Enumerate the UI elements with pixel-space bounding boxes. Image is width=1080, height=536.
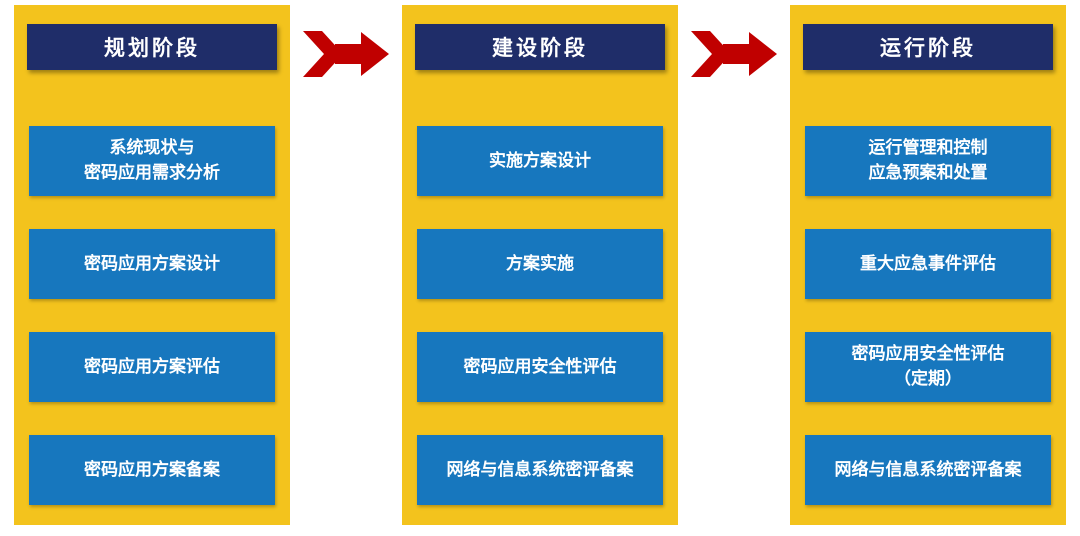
phase-items-planning: 系统现状与 密码应用需求分析 密码应用方案设计 密码应用方案评估 密码应用方案备…: [14, 126, 290, 505]
arrow-right-icon: [691, 31, 777, 77]
phase-item: 密码应用安全性评估: [417, 332, 663, 402]
phase-column-construction: 建设阶段 实施方案设计 方案实施 密码应用安全性评估 网络与信息系统密评备案: [402, 5, 678, 525]
phase-item: 密码应用方案设计: [29, 229, 275, 299]
phase-column-planning: 规划阶段 系统现状与 密码应用需求分析 密码应用方案设计 密码应用方案评估 密码…: [14, 5, 290, 525]
phase-item: 方案实施: [417, 229, 663, 299]
phase-item: 实施方案设计: [417, 126, 663, 196]
phase-header-operation: 运行阶段: [803, 24, 1053, 70]
phase-column-operation: 运行阶段 运行管理和控制 应急预案和处置 重大应急事件评估 密码应用安全性评估 …: [790, 5, 1066, 525]
phase-items-operation: 运行管理和控制 应急预案和处置 重大应急事件评估 密码应用安全性评估 （定期） …: [790, 126, 1066, 505]
phase-item: 密码应用方案评估: [29, 332, 275, 402]
arrow-right-icon: [303, 31, 389, 77]
phase-items-construction: 实施方案设计 方案实施 密码应用安全性评估 网络与信息系统密评备案: [402, 126, 678, 505]
arrow-gap-1: [290, 26, 402, 82]
phase-item: 网络与信息系统密评备案: [417, 435, 663, 505]
arrow-gap-2: [678, 26, 790, 82]
phase-item: 重大应急事件评估: [805, 229, 1051, 299]
phase-item: 系统现状与 密码应用需求分析: [29, 126, 275, 196]
phase-item: 运行管理和控制 应急预案和处置: [805, 126, 1051, 196]
phase-item: 密码应用方案备案: [29, 435, 275, 505]
phase-header-planning: 规划阶段: [27, 24, 277, 70]
phase-item: 密码应用安全性评估 （定期）: [805, 332, 1051, 402]
phase-header-construction: 建设阶段: [415, 24, 665, 70]
phase-item: 网络与信息系统密评备案: [805, 435, 1051, 505]
